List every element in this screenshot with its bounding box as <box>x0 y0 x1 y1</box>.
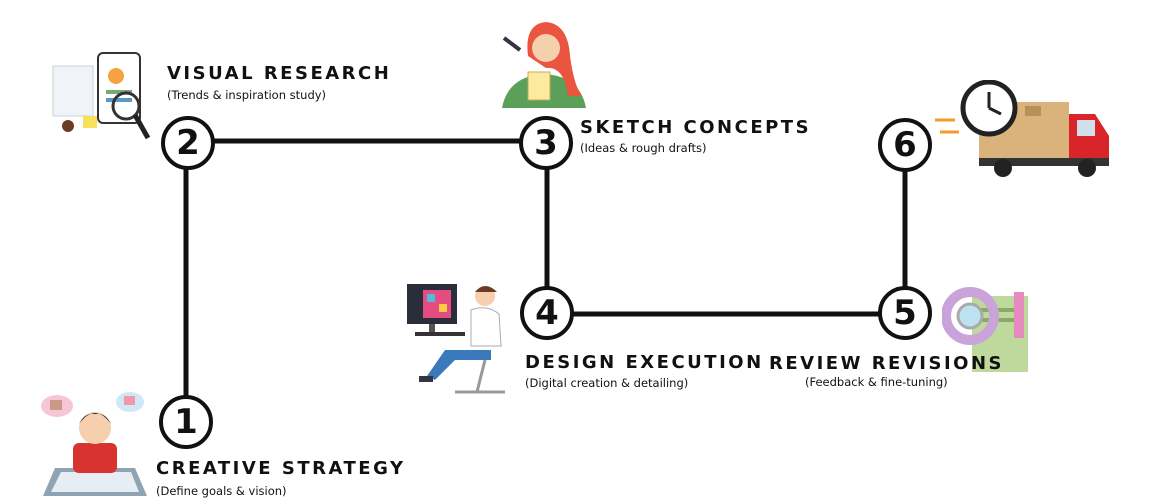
delivery-truck-clock-icon <box>935 80 1109 177</box>
step-1-node: 1 <box>159 395 213 449</box>
step-3-title: SKETCH CONCEPTS <box>580 117 812 138</box>
designer-at-computer-icon <box>407 284 505 394</box>
step-5-node: 5 <box>878 286 932 340</box>
step-5-subtitle: (Feedback & fine-tuning) <box>805 375 948 389</box>
step-1-title: CREATIVE STRATEGY <box>156 458 406 479</box>
research-documents-magnifier-icon <box>52 52 151 140</box>
step-4-node: 4 <box>520 286 574 340</box>
step-3-subtitle: (Ideas & rough drafts) <box>580 141 707 155</box>
step-5-title: REVIEW REVISIONS <box>769 353 1004 374</box>
thinking-person-blueprint-icon <box>41 392 147 496</box>
step-2-node: 2 <box>161 116 215 170</box>
step-2-title: VISUAL RESEARCH <box>167 63 392 84</box>
step-1-subtitle: (Define goals & vision) <box>156 484 287 498</box>
step-4-title: DESIGN EXECUTION <box>525 352 764 373</box>
review-document-magnifier-icon <box>942 287 1028 372</box>
step-3-node: 3 <box>519 116 573 170</box>
step-2-subtitle: (Trends & inspiration study) <box>167 88 327 102</box>
step-4-subtitle: (Digital creation & detailing) <box>525 376 689 390</box>
step-6-node: 6 <box>878 118 932 172</box>
woman-sketching-notepad-icon <box>502 22 586 108</box>
